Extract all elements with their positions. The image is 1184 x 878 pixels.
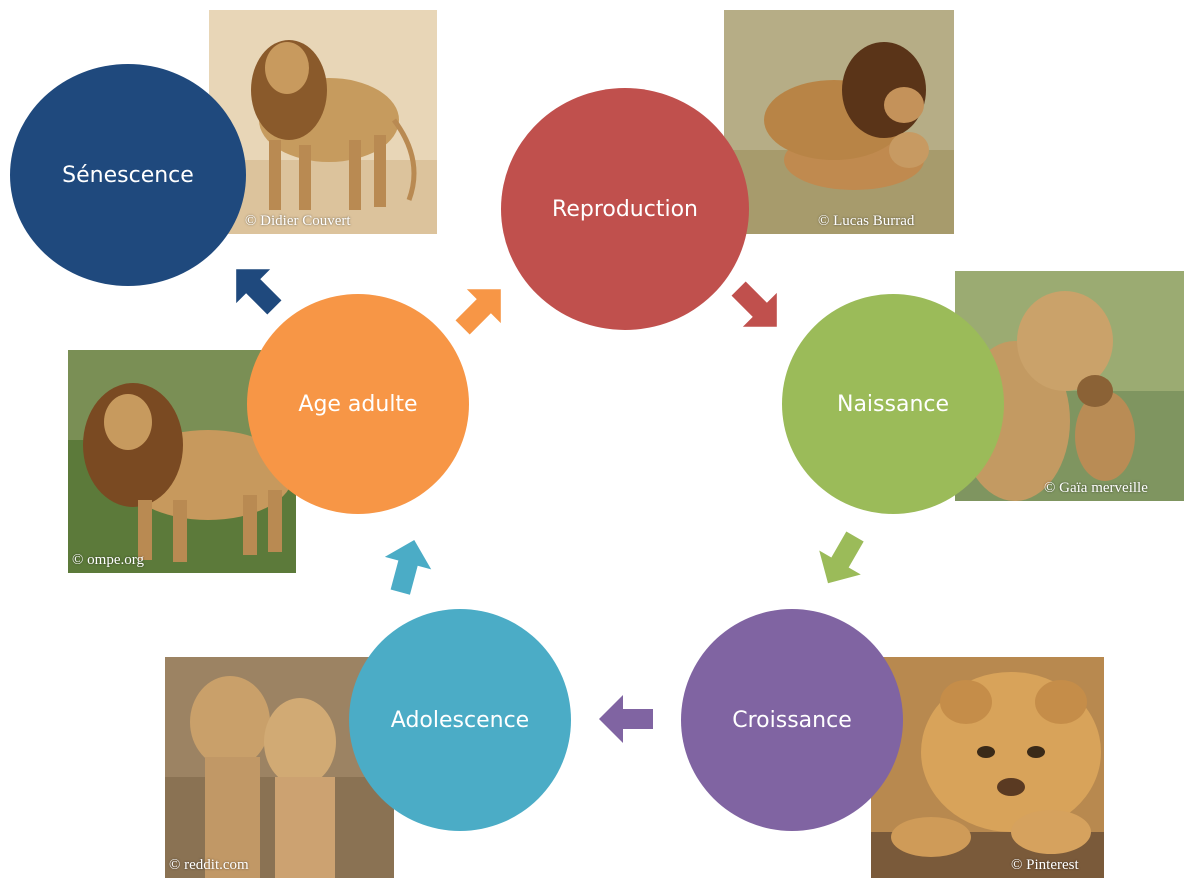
old-lion-icon [209, 10, 437, 234]
arrow-to-senescence-icon [236, 269, 282, 315]
senescence-photo: © Didier Couvert [209, 10, 437, 234]
adult-lion-icon [68, 350, 296, 573]
arrow-to-adolescence-icon [599, 695, 653, 743]
stage-label: Reproduction [552, 196, 698, 222]
stage-senescence: Sénescence [10, 64, 246, 286]
stage-label: Age adulte [298, 391, 418, 417]
stage-label: Naissance [836, 391, 950, 417]
stage-label: Adolescence [390, 707, 530, 733]
stage-label: Croissance [732, 707, 852, 733]
croissance-photo: © Pinterest [871, 657, 1104, 878]
photo-credit: © Gaïa merveille [1044, 480, 1148, 496]
arrow-to-age-adulte-icon [384, 539, 432, 595]
arrow-to-naissance-icon [731, 281, 777, 327]
reproduction-photo: © Lucas Burrad [724, 10, 954, 234]
stage-age-adulte: Age adulte [247, 294, 469, 514]
age-adulte-photo: © ompe.org [68, 350, 296, 573]
stage-label: Sénescence [62, 162, 194, 188]
arrow-to-croissance-icon [819, 531, 864, 584]
photo-credit: © Lucas Burrad [818, 213, 915, 229]
photo-credit: © reddit.com [169, 857, 249, 873]
lion-cub-icon [871, 657, 1104, 878]
stage-croissance: Croissance [681, 609, 903, 831]
mating-lions-icon [724, 10, 954, 234]
photo-credit: © Didier Couvert [245, 213, 351, 229]
photo-credit: © ompe.org [72, 552, 144, 568]
stage-adolescence: Adolescence [349, 609, 571, 831]
stage-reproduction: Reproduction [501, 88, 749, 330]
photo-credit: © Pinterest [1011, 857, 1079, 873]
arrow-to-reproduction-icon [455, 289, 501, 335]
stage-naissance: Naissance [782, 294, 1004, 514]
